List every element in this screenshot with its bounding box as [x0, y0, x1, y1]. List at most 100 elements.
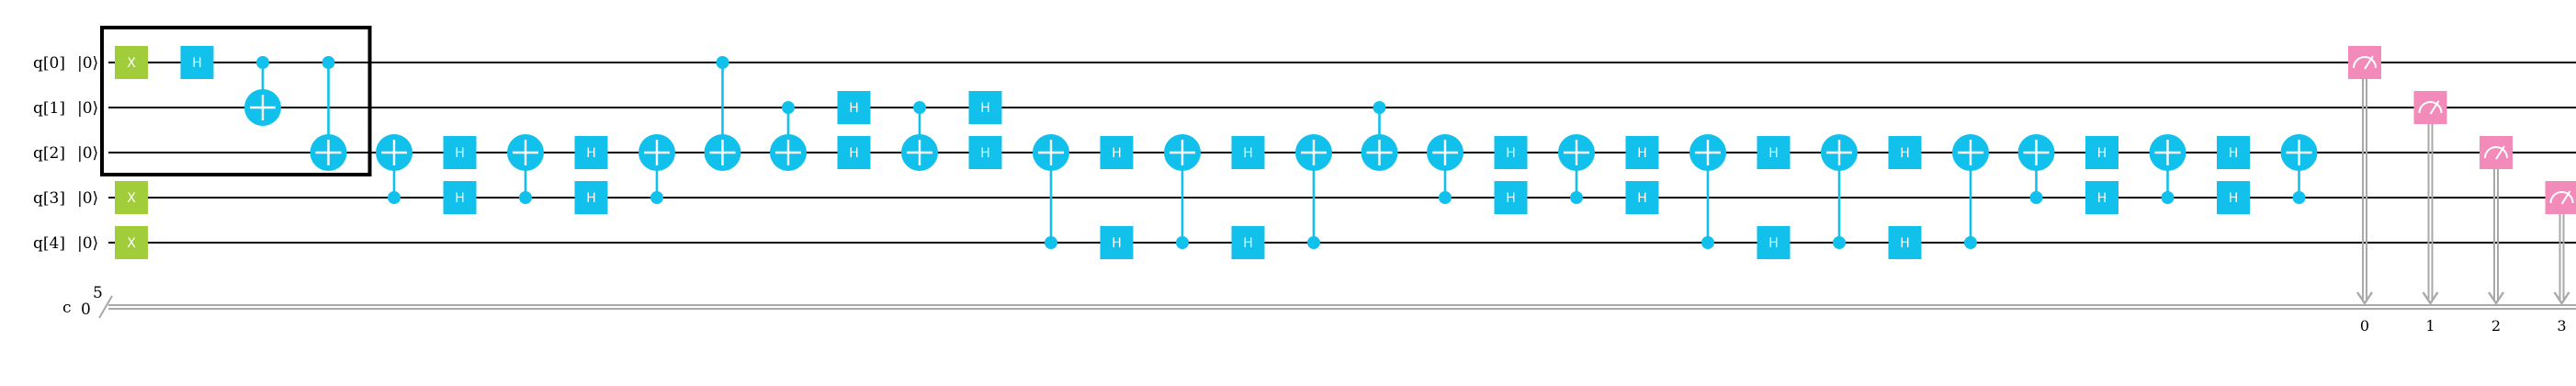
h-gate: H	[968, 136, 1002, 169]
gate-box	[1494, 181, 1528, 214]
gate-box	[1100, 136, 1134, 169]
dot-icon	[388, 191, 401, 204]
dot-icon	[2161, 191, 2175, 204]
h-gate: H	[1231, 226, 1265, 259]
qubit-init-label: |0⟩	[77, 54, 98, 73]
gate-box	[837, 136, 871, 169]
gate-label: H	[455, 191, 465, 206]
gate-label: H	[1900, 146, 1910, 161]
gate-box	[1494, 136, 1528, 169]
cx-gate	[310, 56, 347, 171]
h-gate: H	[574, 181, 608, 214]
gate-box	[2348, 46, 2381, 79]
gate-box	[1100, 226, 1134, 259]
meter-icon	[2353, 56, 2377, 69]
cx-gate	[638, 134, 675, 204]
gate-box	[115, 181, 148, 214]
cx-gate	[1821, 134, 1858, 249]
gate-box	[2480, 136, 2513, 169]
gate-box	[2085, 136, 2118, 169]
gate-box	[1888, 136, 1922, 169]
h-gate: H	[1494, 181, 1528, 214]
circuit-wires	[108, 62, 2576, 310]
qubit-init-label: |0⟩	[77, 189, 98, 208]
h-gate: H	[2085, 136, 2118, 169]
gate-box	[837, 91, 871, 124]
cx-gate	[1361, 101, 1398, 171]
cx-gate	[1033, 134, 1069, 249]
gate-label: H	[849, 146, 859, 161]
h-gate: H	[837, 91, 871, 124]
gate-box	[1231, 136, 1265, 169]
gate-box	[574, 136, 608, 169]
gate-label: H	[980, 146, 990, 161]
gate-label: H	[2097, 146, 2107, 161]
gate-box	[115, 226, 148, 259]
dot-icon	[1439, 191, 1452, 204]
qubit-init-label: |0⟩	[77, 144, 98, 163]
h-gate: H	[443, 136, 477, 169]
dot-icon	[1373, 101, 1386, 114]
h-gate: H	[1888, 136, 1922, 169]
gate-label: H	[1243, 146, 1253, 161]
h-gate: H	[968, 91, 1002, 124]
meter-needle	[2560, 190, 2571, 205]
gate-label: H	[1900, 236, 1910, 251]
gate-box	[115, 46, 148, 79]
gate-label: H	[2229, 191, 2239, 206]
gate-box	[2217, 136, 2250, 169]
qubit-label: q[3]	[33, 189, 65, 208]
gate-box	[968, 91, 1002, 124]
h-gate: H	[1494, 136, 1528, 169]
cx-gate	[1164, 134, 1201, 249]
cx-gate	[2280, 134, 2318, 204]
measure-gate: 3	[2545, 181, 2576, 335]
gate-label: H	[1768, 236, 1779, 251]
gate-box	[2413, 91, 2447, 124]
dot-icon	[2292, 191, 2306, 204]
gate-label: H	[455, 146, 465, 161]
meter-icon	[2418, 101, 2443, 114]
x-gate: X	[115, 181, 148, 214]
cx-gate	[901, 101, 938, 171]
h-gate: H	[2217, 136, 2250, 169]
cx-gate	[1295, 134, 1332, 249]
h-gate: H	[1100, 226, 1134, 259]
circuit-overlay	[100, 26, 372, 176]
gate-box	[443, 136, 477, 169]
gate-box	[1625, 181, 1659, 214]
cx-gate	[2149, 134, 2186, 204]
gate-label: H	[2229, 146, 2239, 161]
dot-icon	[2029, 191, 2043, 204]
dot-icon	[519, 191, 532, 204]
h-gate: H	[574, 136, 608, 169]
gate-label: H	[1506, 146, 1516, 161]
dot-icon	[1570, 191, 1583, 204]
classical-bit-label: 2	[2491, 317, 2501, 335]
h-gate: H	[2217, 181, 2250, 214]
measure-gate: 1	[2413, 91, 2447, 335]
gate-label: X	[127, 56, 136, 71]
h-gate: H	[1625, 181, 1659, 214]
gate-box	[1231, 226, 1265, 259]
qubit-init-label: |0⟩	[77, 99, 98, 118]
h-gate: H	[443, 181, 477, 214]
cx-gate	[2017, 134, 2055, 204]
h-gate: H	[1888, 226, 1922, 259]
gate-label: H	[1637, 191, 1647, 206]
gate-label: H	[586, 191, 596, 206]
cx-gate	[376, 134, 412, 204]
gate-box	[180, 46, 214, 79]
classical-size-label: 5	[93, 284, 103, 302]
cx-gate	[1689, 134, 1726, 249]
dot-icon	[1307, 236, 1320, 249]
h-gate: H	[1100, 136, 1134, 169]
gate-label: H	[192, 56, 202, 71]
dot-icon	[782, 101, 795, 114]
classical-init-label: 0	[81, 301, 91, 319]
gate-label: X	[127, 191, 136, 206]
gate-box	[1757, 136, 1791, 169]
gate-box	[1888, 226, 1922, 259]
meter-needle	[2495, 145, 2505, 160]
